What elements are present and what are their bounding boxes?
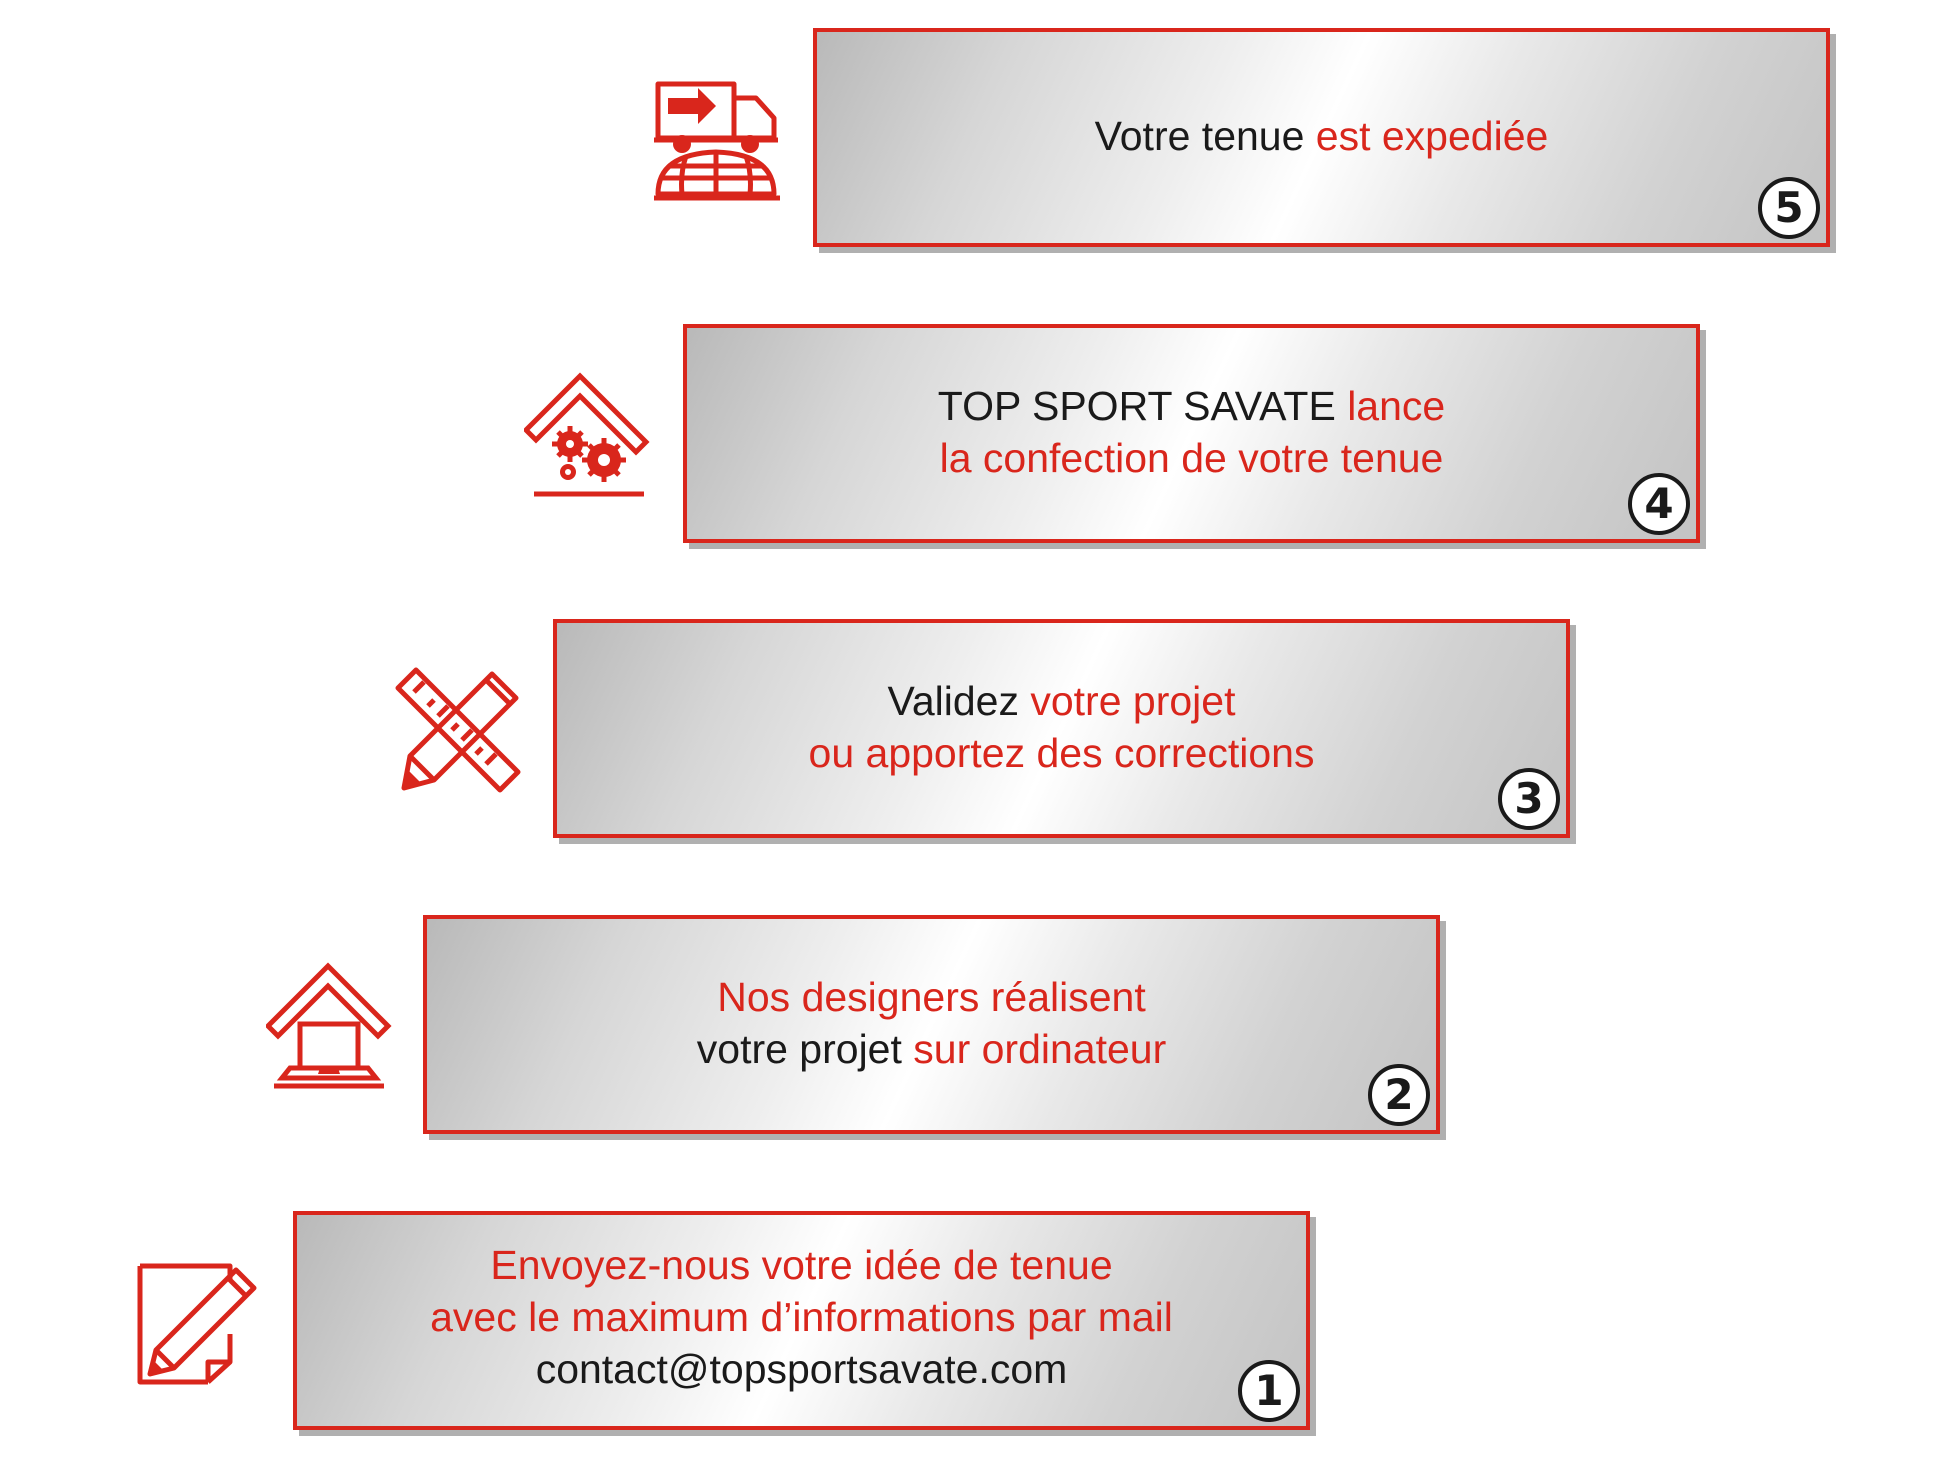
step-4-line-1: TOP SPORT SAVATE lance — [683, 380, 1700, 432]
step-4-line-1-part-1: TOP SPORT SAVATE — [937, 383, 1348, 429]
step-1-number-badge: 1 — [1238, 1360, 1300, 1422]
step-2: Nos designers réalisent votre projet sur… — [423, 915, 1440, 1134]
step-3-text: Validez votre projet ou apportez des cor… — [553, 675, 1570, 779]
step-3: Validez votre projet ou apportez des cor… — [553, 619, 1570, 838]
step-5-line-1-part-2: est expediée — [1315, 113, 1549, 159]
ruler-pencil-icon — [394, 666, 524, 796]
step-5-box — [813, 28, 1830, 247]
step-1-line-1-part-1: Envoyez-nous votre idée de tenue — [490, 1242, 1113, 1288]
step-3-line-1-part-2: votre projet — [1030, 678, 1236, 724]
laptop-house-icon — [266, 962, 392, 1090]
step-5-text: Votre tenue est expediée — [813, 110, 1830, 162]
step-1-line-1: Envoyez-nous votre idée de tenue — [293, 1239, 1310, 1291]
step-1-line-3: contact@topsportsavate.com — [293, 1343, 1310, 1395]
step-2-line-1: Nos designers réalisent — [423, 971, 1440, 1023]
step-4-line-2-part-1: la confection de votre tenue — [939, 435, 1444, 481]
step-3-line-1: Validez votre projet — [553, 675, 1570, 727]
step-2-line-2-part-2: sur ordinateur — [913, 1026, 1167, 1072]
step-4-box — [683, 324, 1700, 543]
step-2-box — [423, 915, 1440, 1134]
step-2-line-2: votre projet sur ordinateur — [423, 1023, 1440, 1075]
step-2-line-2-part-1: votre projet — [696, 1026, 914, 1072]
note-pencil-icon — [136, 1262, 262, 1388]
step-4-line-1-part-2: lance — [1347, 383, 1446, 429]
step-2-number-badge: 2 — [1368, 1064, 1430, 1126]
step-1-email: contact@topsportsavate.com — [535, 1346, 1068, 1392]
step-1: Envoyez-nous votre idée de tenue avec le… — [293, 1211, 1310, 1430]
step-2-text: Nos designers réalisent votre projet sur… — [423, 971, 1440, 1075]
step-2-line-1-part-1: Nos designers réalisent — [717, 974, 1146, 1020]
step-5-line-1: Votre tenue est expediée — [813, 110, 1830, 162]
delivery-truck-globe-icon — [652, 78, 784, 204]
step-5-line-1-part-1: Votre tenue — [1094, 113, 1316, 159]
factory-gears-icon — [524, 372, 654, 498]
step-3-line-2: ou apportez des corrections — [553, 727, 1570, 779]
step-4-line-2: la confection de votre tenue — [683, 432, 1700, 484]
step-1-box — [293, 1211, 1310, 1430]
step-3-box — [553, 619, 1570, 838]
step-1-line-2-part-1: avec le maximum d’informations par mail — [430, 1294, 1173, 1340]
step-1-line-2: avec le maximum d’informations par mail — [293, 1291, 1310, 1343]
step-3-number-badge: 3 — [1498, 768, 1560, 830]
step-5: Votre tenue est expediée 5 — [813, 28, 1830, 247]
step-4: TOP SPORT SAVATE lance la confection de … — [683, 324, 1700, 543]
step-4-text: TOP SPORT SAVATE lance la confection de … — [683, 380, 1700, 484]
step-5-number-badge: 5 — [1758, 177, 1820, 239]
step-3-line-2-part-1: ou apportez des corrections — [808, 730, 1315, 776]
step-4-number-badge: 4 — [1628, 473, 1690, 535]
step-1-text: Envoyez-nous votre idée de tenue avec le… — [293, 1239, 1310, 1395]
step-3-line-1-part-1: Validez — [887, 678, 1031, 724]
